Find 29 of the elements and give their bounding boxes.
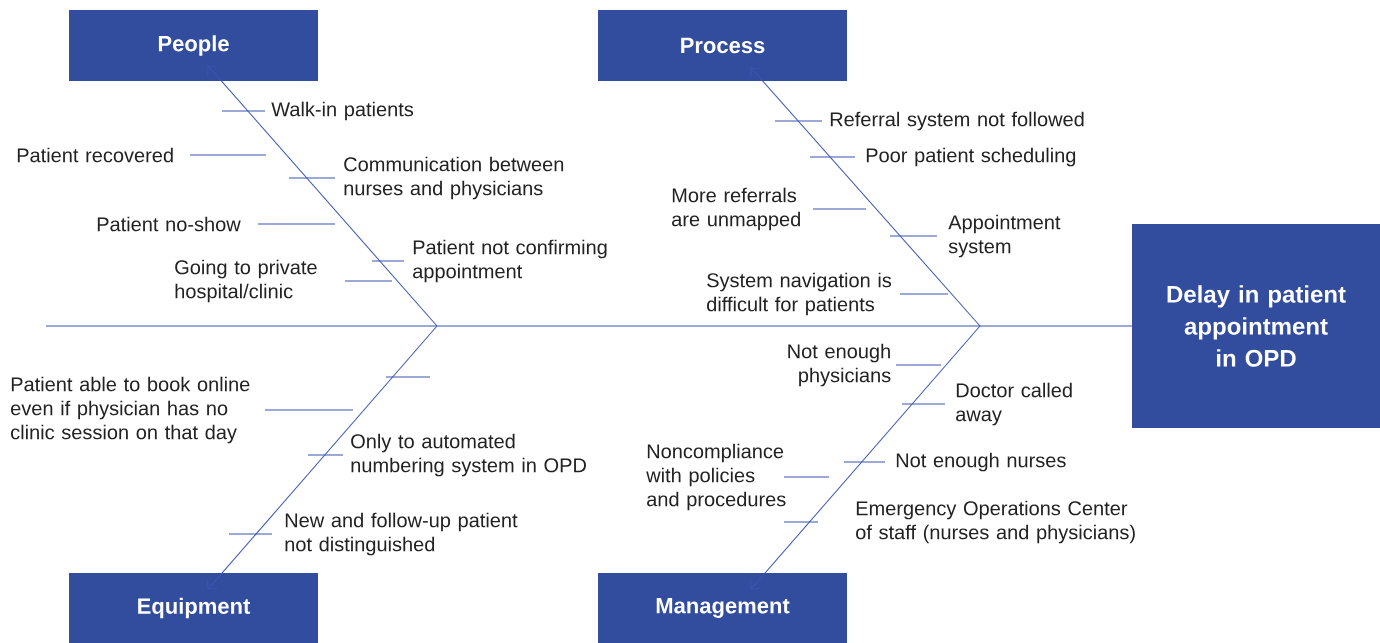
cause-label: Appointment system — [948, 214, 1061, 258]
cause-label: Not enough physicians — [788, 343, 891, 387]
category-box: Equipment — [69, 573, 318, 643]
cause-label: New and follow-up patient not distinguished — [285, 512, 518, 556]
cause-label: Emergency Operations Center of staff (nurses and physicians) — [856, 500, 1135, 544]
arrow — [207, 325, 438, 590]
cause-label: Patient recovered — [17, 147, 173, 163]
category-box: People — [69, 10, 318, 81]
category-box: Process — [598, 10, 847, 81]
cause-label: Patient no-show — [97, 216, 241, 232]
effect-box: Delay in patient appointment in OPD — [1132, 224, 1380, 428]
cause-label: Poor patient scheduling — [866, 147, 1076, 167]
cause-label: Referral system not followed — [830, 111, 1084, 131]
arrow — [750, 67, 981, 327]
cause-label: System navigation is difficult for patients — [707, 272, 892, 316]
cause-label: Walk-in patients — [271, 101, 414, 121]
cause-label: Only to automated numbering system in OPD — [351, 433, 586, 477]
cause-label: Patient not confirming appointment — [413, 239, 607, 283]
cause-label: Going to private hospital/clinic — [175, 259, 317, 303]
cause-label: Communication between nurses and physicians — [344, 156, 564, 200]
cause-label: More referrals are unmapped — [672, 187, 800, 231]
cause-label: Patient able to book online even if physician has no clinic session on that day — [11, 376, 250, 444]
category-box: Management — [598, 573, 847, 643]
spine-line — [45, 325, 1133, 327]
cause-label: Noncompliance with policies and procedures — [646, 443, 786, 511]
arrow — [207, 65, 438, 327]
arrow — [750, 325, 981, 590]
cause-label: Doctor called away — [956, 382, 1072, 426]
cause-label: Not enough nurses — [896, 452, 1066, 472]
